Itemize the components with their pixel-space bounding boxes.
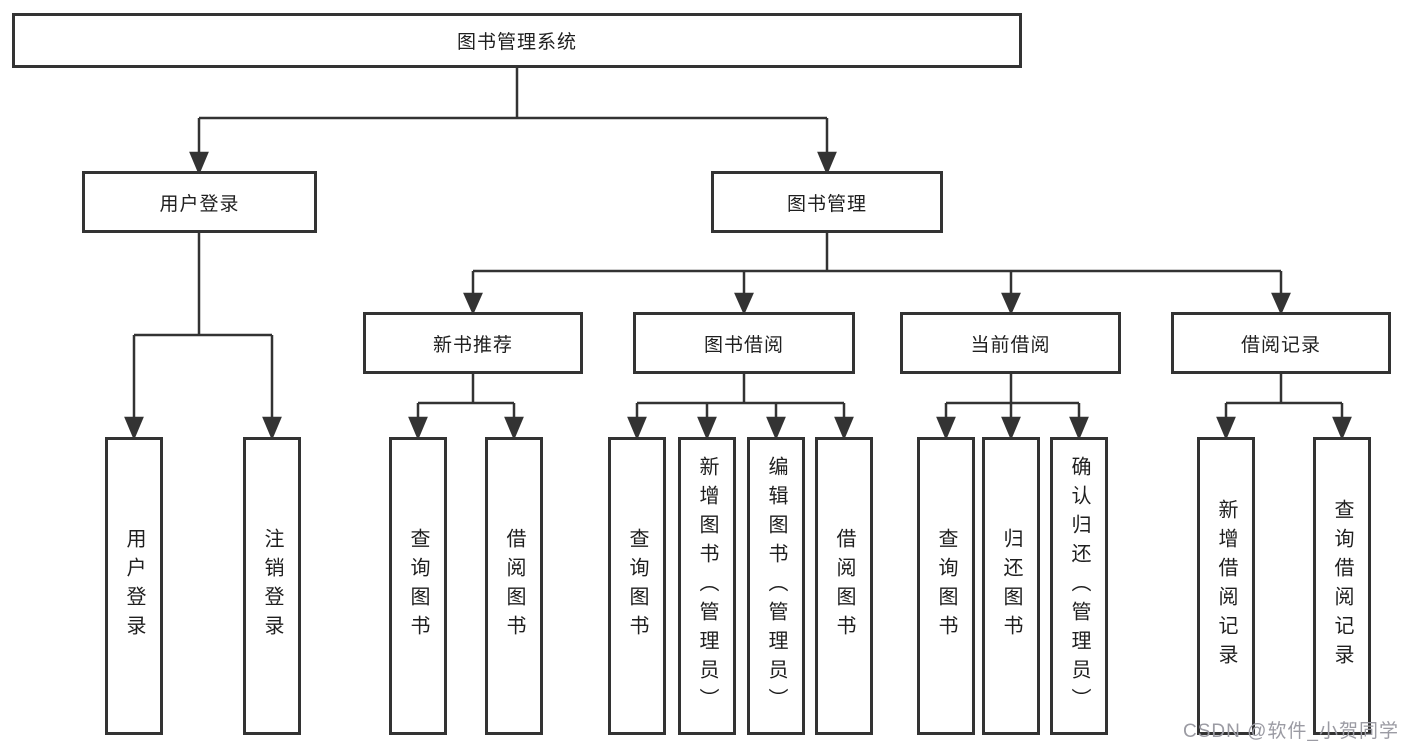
leaf-label: 归还图书	[1000, 528, 1022, 644]
arrowhead	[408, 416, 428, 441]
arrowhead	[463, 292, 483, 316]
leaf-label: 查询图书	[407, 528, 429, 644]
node-current-borrow: 当前借阅	[900, 312, 1121, 374]
leaf-label: 查询图书	[626, 528, 648, 644]
arrowhead	[124, 416, 144, 441]
arrowhead	[1069, 416, 1089, 441]
leaf-borrow-book-2: 借阅图书	[815, 437, 873, 735]
arrowhead	[734, 292, 754, 316]
arrowhead	[1001, 292, 1021, 316]
leaf-logout: 注销登录	[243, 437, 301, 735]
leaf-label: 用户登录	[123, 528, 145, 644]
arrowhead	[627, 416, 647, 441]
leaf-borrow-book-1: 借阅图书	[485, 437, 543, 735]
arrowhead	[1332, 416, 1352, 441]
arrowhead	[697, 416, 717, 441]
arrowhead	[817, 151, 837, 176]
leaf-label: 新增借阅记录	[1215, 499, 1237, 673]
node-root-label: 图书管理系统	[456, 32, 577, 53]
arrowhead	[766, 416, 786, 441]
leaf-confirm-return-admin: 确认归还（管理员）	[1050, 437, 1108, 735]
node-borrow-records: 借阅记录	[1171, 312, 1391, 374]
leaf-label: 查询图书	[935, 528, 957, 644]
node-label: 当前借阅	[970, 334, 1051, 356]
leaf-label: 借阅图书	[833, 528, 855, 644]
arrowhead	[834, 416, 854, 441]
csdn-watermark: CSDN @软件_小贺同学	[1183, 721, 1399, 742]
arrowhead	[936, 416, 956, 441]
leaf-query-book-3: 查询图书	[917, 437, 975, 735]
leaf-label: 确认归还（管理员）	[1068, 455, 1090, 717]
leaf-add-book-admin: 新增图书（管理员）	[678, 437, 736, 735]
leaf-label: 编辑图书（管理员）	[765, 455, 787, 717]
leaf-return-book: 归还图书	[982, 437, 1040, 735]
arrowhead	[504, 416, 524, 441]
node-user-login: 用户登录	[82, 171, 317, 233]
leaf-add-borrow-record: 新增借阅记录	[1197, 437, 1255, 735]
node-label: 图书管理	[786, 193, 867, 215]
leaf-user-login: 用户登录	[105, 437, 163, 735]
arrowhead	[1271, 292, 1291, 316]
arrowhead	[189, 151, 209, 176]
arrowhead	[1001, 416, 1021, 441]
arrowhead	[262, 416, 282, 441]
leaf-query-borrow-record: 查询借阅记录	[1313, 437, 1371, 735]
leaf-label: 查询借阅记录	[1331, 499, 1353, 673]
arrowhead	[1216, 416, 1236, 441]
leaf-label: 注销登录	[261, 528, 283, 644]
leaf-query-book-2: 查询图书	[608, 437, 666, 735]
node-label: 用户登录	[159, 193, 240, 215]
leaf-query-book-1: 查询图书	[389, 437, 447, 735]
node-root: 图书管理系统	[12, 13, 1022, 68]
leaf-edit-book-admin: 编辑图书（管理员）	[747, 437, 805, 735]
node-label: 图书借阅	[703, 334, 784, 356]
node-label: 新书推荐	[432, 334, 513, 356]
node-label: 借阅记录	[1240, 334, 1321, 356]
leaf-label: 新增图书（管理员）	[696, 455, 718, 717]
leaf-label: 借阅图书	[503, 528, 525, 644]
node-book-borrow: 图书借阅	[633, 312, 855, 374]
node-book-management: 图书管理	[711, 171, 943, 233]
node-new-book-recommend: 新书推荐	[363, 312, 583, 374]
